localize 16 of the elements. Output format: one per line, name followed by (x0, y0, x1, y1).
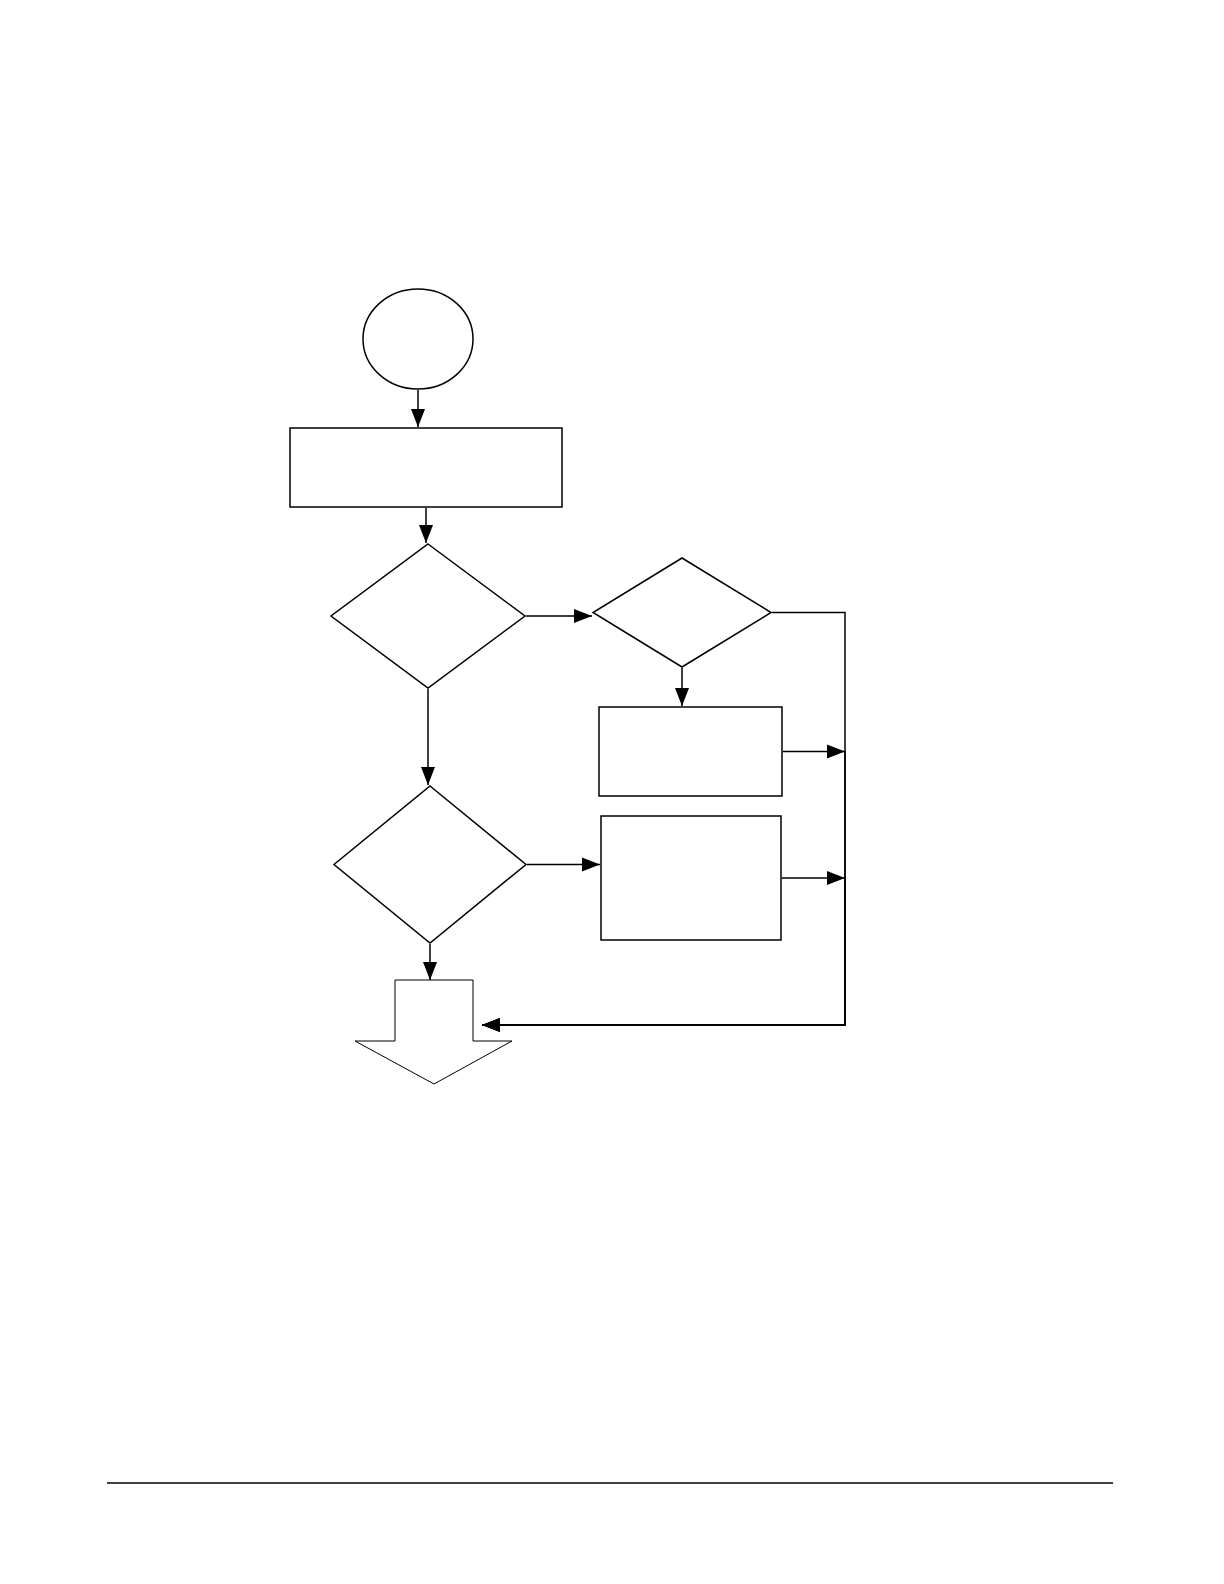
decision-diamond (592, 557, 772, 668)
arrow (675, 667, 689, 707)
arrow (526, 857, 601, 872)
process-box (600, 815, 782, 941)
arrow (411, 389, 425, 428)
arrow (525, 609, 593, 623)
arrow (421, 688, 435, 786)
process-box (598, 706, 783, 797)
arrow (419, 507, 433, 544)
process-box (289, 427, 563, 508)
start-circle (362, 288, 474, 390)
arrow (423, 943, 437, 981)
decision-diamond (330, 543, 526, 689)
decision-diamond (333, 785, 527, 944)
arrow (481, 871, 846, 1032)
off-page-arrow (355, 980, 512, 1084)
